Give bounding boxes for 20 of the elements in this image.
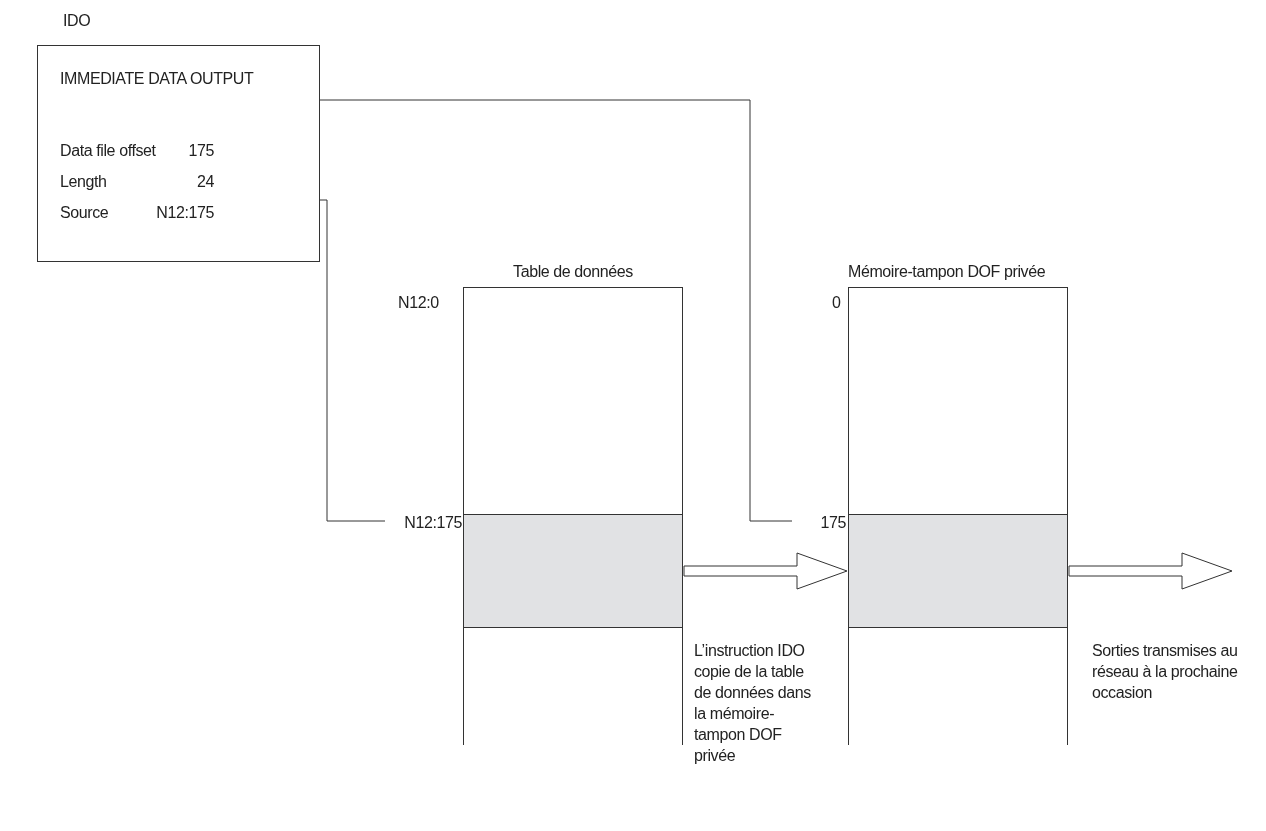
memory-segment — [463, 514, 683, 628]
block-arrow — [1068, 552, 1233, 590]
memory-segment — [848, 514, 1068, 628]
block-arrow — [683, 552, 848, 590]
address-label: N12:175 — [385, 514, 462, 532]
instruction-name: IDO — [63, 12, 91, 30]
parameter-value: 24 — [197, 173, 214, 191]
address-label: 0 — [832, 294, 841, 312]
instruction-title: IMMEDIATE DATA OUTPUT — [60, 70, 254, 88]
parameter-name: Data file offset — [60, 142, 156, 160]
leader-line — [319, 99, 793, 522]
parameter-value: 175 — [188, 142, 214, 160]
parameter-name: Source — [60, 204, 109, 222]
address-label: N12:0 — [398, 294, 439, 312]
parameter-value: N12:175 — [156, 204, 214, 222]
address-label: 175 — [792, 514, 846, 532]
parameter-name: Length — [60, 173, 107, 191]
leader-line — [319, 199, 386, 522]
column-title: Table de données — [512, 263, 634, 281]
column-title: Mémoire-tampon DOF privée — [848, 263, 1046, 281]
